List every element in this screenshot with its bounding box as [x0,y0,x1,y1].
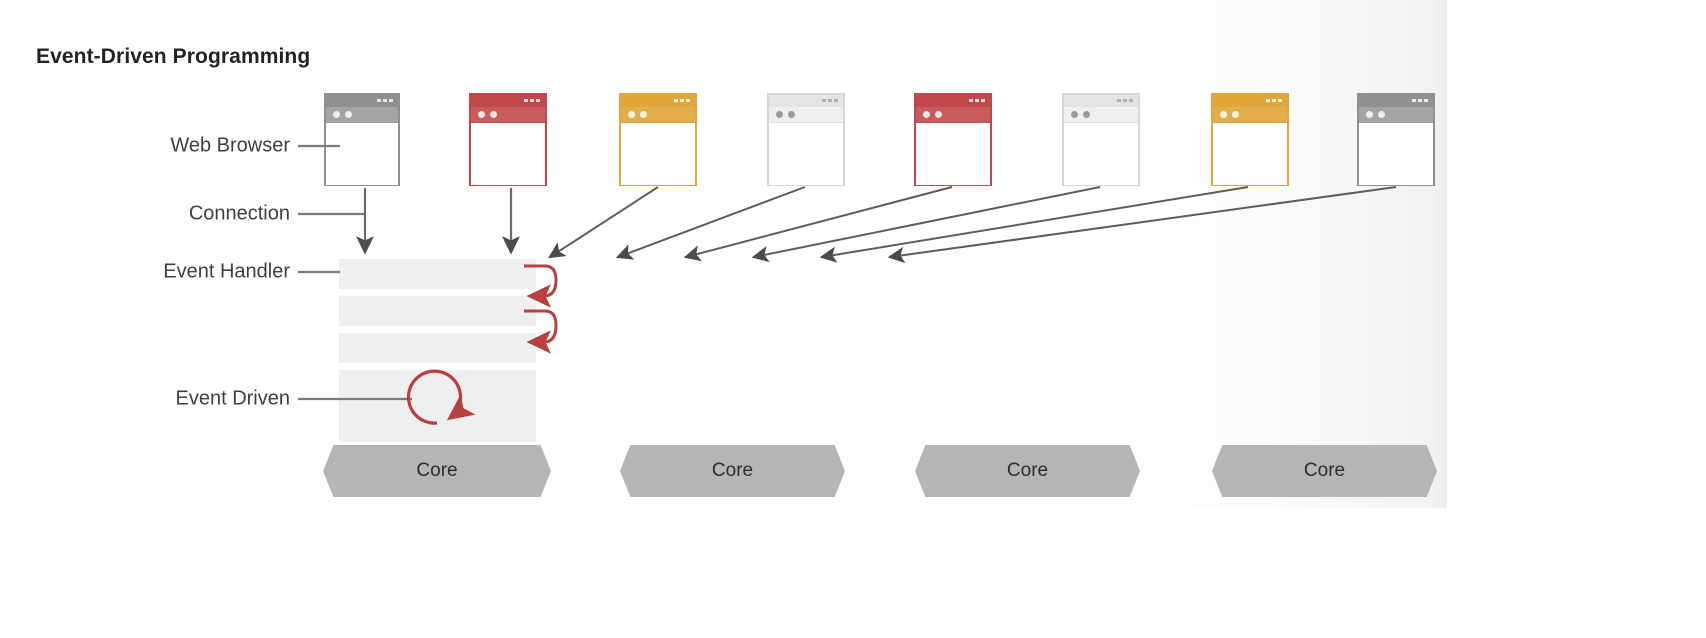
browser-toolbar [1064,107,1138,123]
browser-viewport [471,123,545,185]
nav-forward-icon [490,111,497,118]
event-driven-loop-arrow [406,369,476,425]
window-controls-icon [674,99,690,102]
browser-titlebar [1213,95,1287,107]
connection-arrows-diagonal [547,186,1397,264]
nav-forward-icon [1232,111,1239,118]
browser-titlebar [471,95,545,107]
nav-forward-icon [345,111,352,118]
leader-lines [298,144,412,401]
browser-toolbar [621,107,695,123]
core-label: Core [416,460,458,481]
browser-window-4[interactable] [767,93,845,186]
nav-back-icon [776,111,783,118]
nav-back-icon [478,111,485,118]
nav-back-icon [333,111,340,118]
browser-window-2[interactable] [469,93,547,186]
browser-titlebar [326,95,398,107]
connection-arrow-6 [751,186,1101,263]
window-controls-icon [1412,99,1428,102]
core-block-2: Core [620,445,845,497]
label-event-handler: Event Handler [163,260,290,283]
browser-toolbar [471,107,545,123]
connection-arrow-8 [887,186,1397,264]
label-web-browser: Web Browser [170,134,290,157]
connection-arrows-vertical [355,188,521,255]
event-handler-bar-3 [339,333,536,363]
browser-toolbar [1359,107,1433,123]
loop-arrow-2 [524,309,558,354]
nav-forward-icon [1083,111,1090,118]
window-controls-icon [969,99,985,102]
browser-toolbar [1213,107,1287,123]
browser-viewport [621,123,695,185]
label-connection: Connection [188,202,290,225]
window-controls-icon [524,99,540,102]
page-title: Event-Driven Programming [36,45,311,68]
browser-viewport [326,123,398,185]
nav-back-icon [923,111,930,118]
browser-toolbar [769,107,843,123]
nav-forward-icon [788,111,795,118]
loop-arrows [524,264,558,354]
nav-forward-icon [1378,111,1385,118]
browser-window-3[interactable] [619,93,697,186]
browser-titlebar [621,95,695,107]
window-controls-icon [377,99,393,102]
browser-window-6[interactable] [1062,93,1140,186]
browser-window-5[interactable] [914,93,992,186]
diagram-canvas [0,0,1447,508]
core-block-1: Core [323,445,551,497]
nav-forward-icon [640,111,647,118]
nav-back-icon [1071,111,1078,118]
browser-window-8[interactable] [1357,93,1435,186]
nav-back-icon [1220,111,1227,118]
loop-arrow-1 [524,264,558,308]
browser-titlebar [916,95,990,107]
core-label: Core [1006,460,1049,481]
event-driven-bar [339,370,536,442]
browser-viewport [1359,123,1433,185]
event-handler-bar-2 [339,296,536,326]
browser-viewport [916,123,990,185]
connection-arrow-3 [547,186,659,259]
browser-titlebar [769,95,843,107]
core-label: Core [1303,460,1346,481]
browser-viewport [1213,123,1287,185]
connection-arrow-5 [683,186,953,262]
core-block-3: Core [915,445,1140,497]
label-event-driven: Event Driven [175,387,291,410]
browser-viewport [1064,123,1138,185]
nav-forward-icon [935,111,942,118]
browser-window-1[interactable] [324,93,400,186]
browser-window-7[interactable] [1211,93,1289,186]
browser-toolbar [326,107,398,123]
browser-titlebar [1359,95,1433,107]
connection-arrow-4 [615,186,806,260]
browser-toolbar [916,107,990,123]
nav-back-icon [628,111,635,118]
core-label: Core [711,460,754,481]
core-block-4: Core [1212,445,1437,497]
browser-viewport [769,123,843,185]
event-handler-bar-1 [339,259,536,289]
window-controls-icon [822,99,838,102]
connection-arrow-7 [819,186,1249,263]
window-controls-icon [1117,99,1133,102]
browser-titlebar [1064,95,1138,107]
nav-back-icon [1366,111,1373,118]
window-controls-icon [1266,99,1282,102]
